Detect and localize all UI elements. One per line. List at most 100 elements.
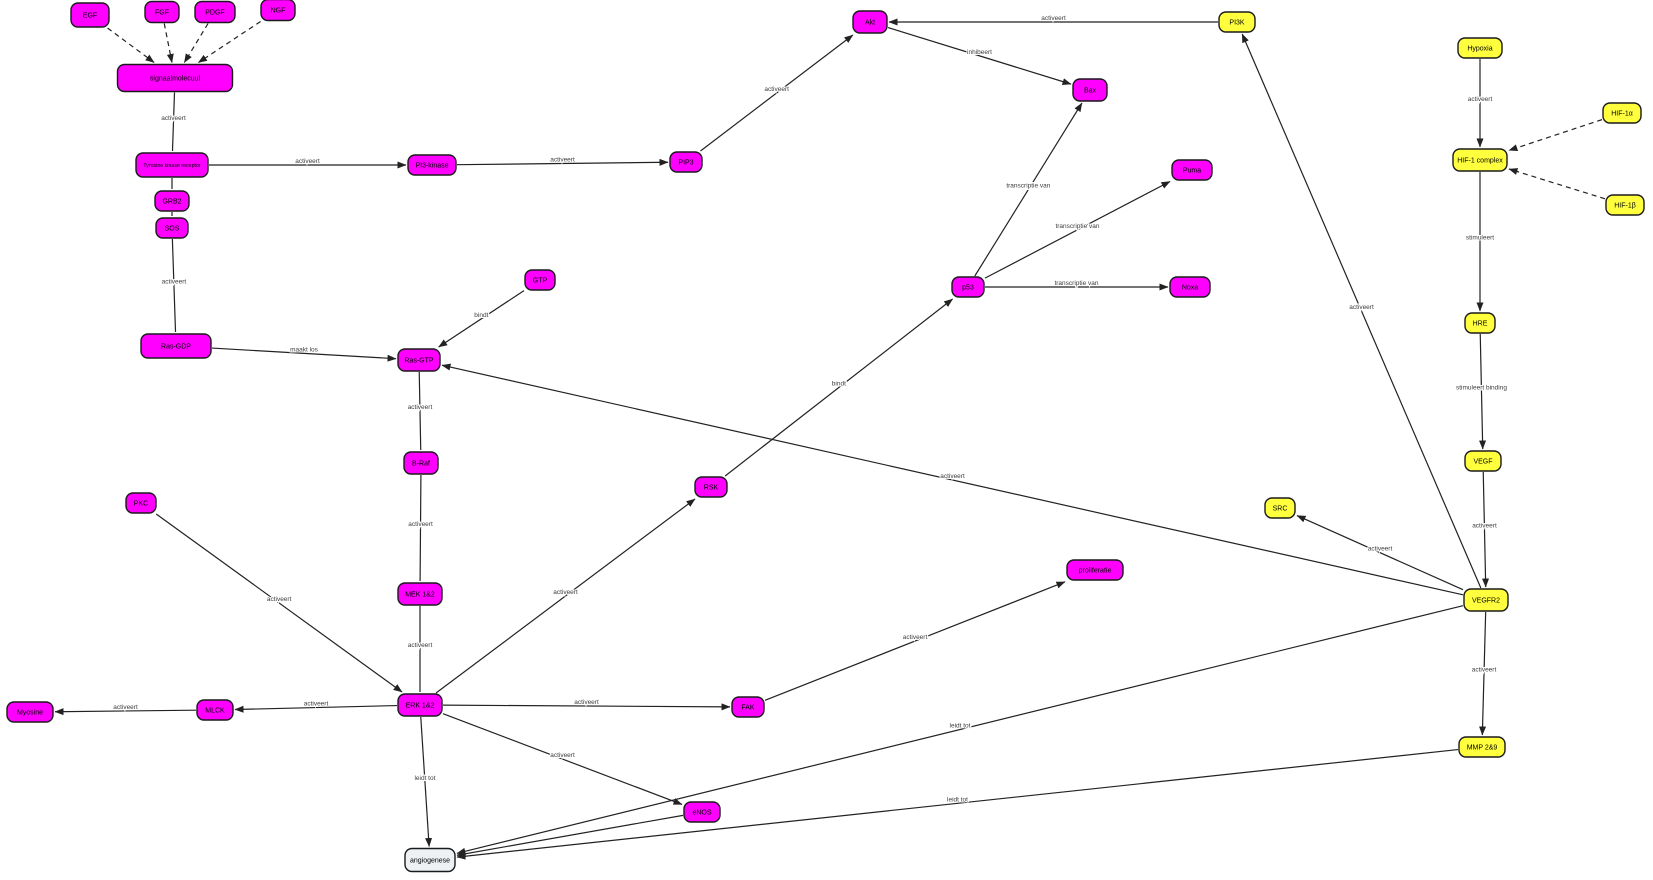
edge-erk-enos: activeert bbox=[442, 713, 683, 805]
node-erk[interactable]: ERK 1&2 bbox=[397, 693, 443, 717]
node-hif1b[interactable]: HIF-1β bbox=[1605, 194, 1645, 216]
edge-pip3-akt: activeert bbox=[700, 34, 854, 152]
node-rasgtp[interactable]: Ras-GTP bbox=[397, 348, 441, 372]
node-rsk[interactable]: RSK bbox=[694, 476, 728, 498]
node-akt[interactable]: Akt bbox=[852, 10, 888, 34]
edge-tkr-pi3kinase: activeert bbox=[209, 157, 407, 169]
edge-p53-noxa: transcriptie van bbox=[985, 279, 1169, 291]
edge-label: activeert bbox=[550, 156, 575, 163]
edge-label: stimuleert binding bbox=[1456, 385, 1507, 392]
edge-label: activeert bbox=[408, 642, 433, 649]
node-label: p53 bbox=[962, 284, 974, 291]
node-hypoxia[interactable]: Hypoxia bbox=[1457, 37, 1503, 59]
edge-label: activeert bbox=[1468, 96, 1493, 103]
edge-hif1a-hifc bbox=[1508, 119, 1603, 152]
node-label: Noxa bbox=[1182, 284, 1198, 291]
node-label: VEGF bbox=[1473, 458, 1492, 465]
edge-egf-sig bbox=[107, 27, 155, 63]
edge-label: activeert bbox=[304, 701, 329, 708]
node-hifc[interactable]: HIF-1 complex bbox=[1452, 148, 1508, 172]
node-egf[interactable]: EGF bbox=[70, 2, 110, 28]
node-enos[interactable]: eNOS bbox=[683, 801, 721, 823]
node-label: FAK bbox=[741, 704, 755, 711]
node-braf[interactable]: B-Raf bbox=[403, 451, 439, 475]
node-fak[interactable]: FAK bbox=[731, 696, 765, 718]
edge-label: activeert bbox=[764, 86, 789, 93]
node-myosine[interactable]: Myosine bbox=[6, 701, 54, 723]
node-grb2[interactable]: GRB2 bbox=[154, 190, 190, 212]
node-prolif[interactable]: proliferatie bbox=[1066, 559, 1124, 581]
edge-vegfr2-rasgtp: activeert bbox=[441, 363, 1464, 596]
node-puma[interactable]: Puma bbox=[1171, 159, 1213, 181]
edge-mlck-myosine: activeert bbox=[54, 703, 197, 716]
node-p53[interactable]: p53 bbox=[951, 276, 985, 298]
edge-label: leidt tot bbox=[950, 723, 971, 730]
node-label: eNOS bbox=[692, 809, 711, 816]
node-label: Akt bbox=[865, 19, 875, 26]
edge-mmp-angio: leidt tot bbox=[456, 748, 1459, 860]
node-noxa[interactable]: Noxa bbox=[1169, 276, 1211, 298]
node-label: PDGF bbox=[205, 9, 224, 16]
edge-label: transcriptie van bbox=[1054, 280, 1098, 287]
node-label: PI3K bbox=[1229, 19, 1245, 26]
node-label: signaalmolecuul bbox=[150, 75, 201, 82]
node-label: Ras-GDP bbox=[161, 343, 191, 350]
edge-label: activeert bbox=[550, 752, 575, 759]
edge-hif1b-hifc bbox=[1508, 168, 1606, 200]
edge-hifc-hre: stimuleert bbox=[1465, 172, 1495, 312]
edge-label: activeert bbox=[408, 521, 433, 528]
edge-vegfr2-angio: leidt tot bbox=[456, 605, 1464, 855]
node-vegfr2[interactable]: VEGFR2 bbox=[1463, 588, 1509, 612]
node-mmp[interactable]: MMP 2&9 bbox=[1458, 736, 1506, 758]
edge-mek-erk: activeert bbox=[407, 606, 433, 692]
edge-akt-bax: inhibeert bbox=[887, 26, 1072, 85]
node-pi3k[interactable]: PI3K bbox=[1218, 11, 1256, 33]
node-label: Bax bbox=[1084, 87, 1097, 94]
edge-p53-bax: transcriptie van bbox=[974, 102, 1083, 277]
edge-label: activeert bbox=[295, 158, 320, 165]
node-label: GTP bbox=[533, 277, 548, 284]
edge-erk-angio: leidt tot bbox=[413, 716, 437, 847]
edge-label: activeert bbox=[1368, 546, 1393, 553]
node-pkc[interactable]: PKC bbox=[125, 492, 157, 514]
node-ngf[interactable]: NGF bbox=[260, 0, 296, 22]
node-pi3kinase[interactable]: PI3-kinase bbox=[407, 154, 457, 176]
node-hre[interactable]: HRE bbox=[1464, 312, 1496, 334]
node-rasgdp[interactable]: Ras-GDP bbox=[140, 333, 212, 359]
edge-braf-mek: activeert bbox=[407, 474, 434, 582]
node-vegf[interactable]: VEGF bbox=[1464, 450, 1502, 472]
edge-erk-rsk: activeert bbox=[435, 498, 696, 694]
node-angio[interactable]: angiogenese bbox=[404, 847, 456, 873]
edge-label: activeert bbox=[553, 589, 578, 596]
edge-label: activeert bbox=[162, 279, 187, 286]
node-mlck[interactable]: MLCK bbox=[196, 699, 234, 721]
edge-ngf-sig bbox=[198, 20, 261, 64]
node-hif1a[interactable]: HIF-1α bbox=[1602, 102, 1642, 124]
node-label: proliferatie bbox=[1079, 567, 1112, 574]
edge-fak-prolif: activeert bbox=[764, 581, 1066, 701]
edge-sos-rasgdp: activeert bbox=[161, 238, 187, 333]
node-pip3[interactable]: PIP3 bbox=[669, 151, 703, 173]
node-pdgf[interactable]: PDGF bbox=[194, 0, 236, 24]
edge-label: activeert bbox=[1349, 304, 1374, 311]
node-src[interactable]: SRC bbox=[1264, 497, 1296, 519]
node-tkr[interactable]: Tyrosine kinase receptor bbox=[135, 152, 209, 178]
node-label: HIF-1α bbox=[1611, 110, 1633, 117]
edge-label: bindt bbox=[832, 381, 846, 388]
edge-label: activeert bbox=[1041, 15, 1066, 22]
node-sig[interactable]: signaalmolecuul bbox=[116, 63, 234, 93]
node-label: GRB2 bbox=[162, 198, 181, 205]
node-sos[interactable]: SOS bbox=[155, 217, 189, 239]
edge-p53-puma: transcriptie van bbox=[984, 180, 1171, 279]
node-gtp[interactable]: GTP bbox=[524, 269, 556, 291]
node-label: Hypoxia bbox=[1467, 45, 1492, 52]
node-fgf[interactable]: FGF bbox=[144, 0, 180, 24]
edge-label: activeert bbox=[1472, 523, 1497, 530]
node-mek[interactable]: MEK 1&2 bbox=[397, 582, 443, 606]
edge-enos-angio bbox=[456, 814, 684, 858]
node-bax[interactable]: Bax bbox=[1072, 78, 1108, 102]
edge-label: transcriptie van bbox=[1006, 183, 1050, 190]
edge-hre-vegf: stimuleert binding bbox=[1455, 333, 1508, 450]
